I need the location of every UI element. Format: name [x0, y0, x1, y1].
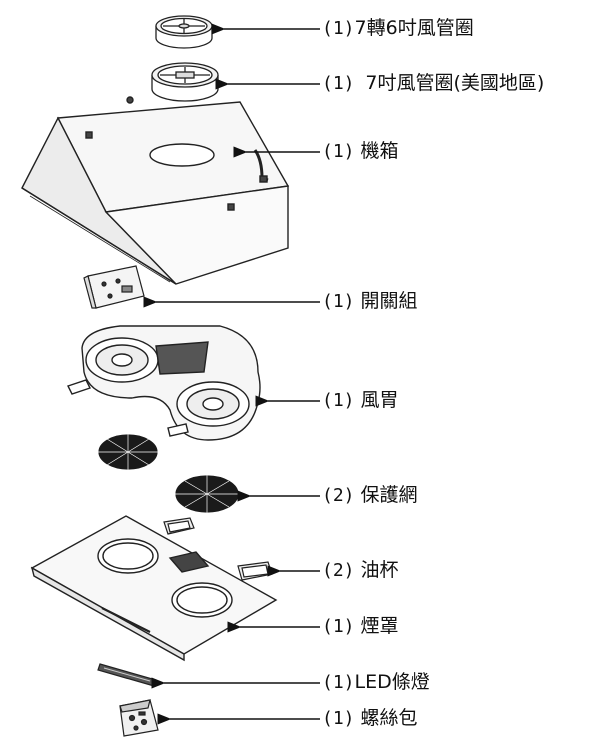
part-qty: (2) [322, 485, 355, 506]
part-label-hood-panel: (1)煙罩 [322, 617, 399, 636]
part-qty: (1) [322, 616, 355, 637]
part-qty: (1) [322, 141, 355, 162]
part-label-switch-assembly: (1)開關組 [322, 292, 418, 311]
oil-cup-1 [163, 517, 195, 535]
led-light-bar [97, 663, 157, 687]
part-name: 風胃 [360, 389, 399, 411]
part-label-screw-bag: (1)螺絲包 [322, 709, 418, 728]
screw-bag [119, 699, 159, 737]
oil-cup-2 [237, 561, 273, 581]
part-qty: (1) [322, 18, 355, 39]
part-qty: (1) [322, 672, 355, 693]
part-qty: (2) [322, 560, 355, 581]
chassis [21, 96, 290, 285]
hood-panel [30, 515, 278, 662]
part-name: 油杯 [360, 559, 399, 581]
blower-housing [67, 325, 261, 441]
part-label-duct-collar-7to6: (1)7轉6吋風管圈 [322, 19, 474, 38]
duct-collar-7in [151, 62, 219, 102]
leader-lines [143, 23, 320, 725]
part-label-oil-cup: (2)油杯 [322, 561, 399, 580]
part-label-duct-collar-7in: (1) 7吋風管圈(美國地區) [322, 74, 544, 93]
part-qty: (1) [322, 73, 366, 94]
part-label-protective-mesh: (2)保護網 [322, 486, 418, 505]
duct-collar-7to6 [155, 15, 213, 49]
protective-mesh-right [174, 474, 240, 514]
part-qty: (1) [322, 291, 355, 312]
part-label-blower-housing: (1)風胃 [322, 391, 399, 410]
part-qty: (1) [322, 390, 355, 411]
part-name: 開關組 [360, 290, 418, 312]
part-name: 保護網 [360, 484, 418, 506]
switch-assembly [83, 265, 145, 309]
part-name: 煙罩 [360, 615, 399, 637]
part-label-chassis: (1)機箱 [322, 142, 399, 161]
part-name: 7轉6吋風管圈 [354, 17, 474, 39]
protective-mesh-left [97, 433, 159, 471]
part-name: LED條燈 [354, 671, 430, 693]
part-name: 螺絲包 [360, 707, 418, 729]
part-qty: (1) [322, 708, 355, 729]
part-label-led-light-bar: (1)LED條燈 [322, 673, 430, 692]
part-name: 機箱 [360, 140, 399, 162]
part-name: 7吋風管圈(美國地區) [365, 72, 545, 94]
